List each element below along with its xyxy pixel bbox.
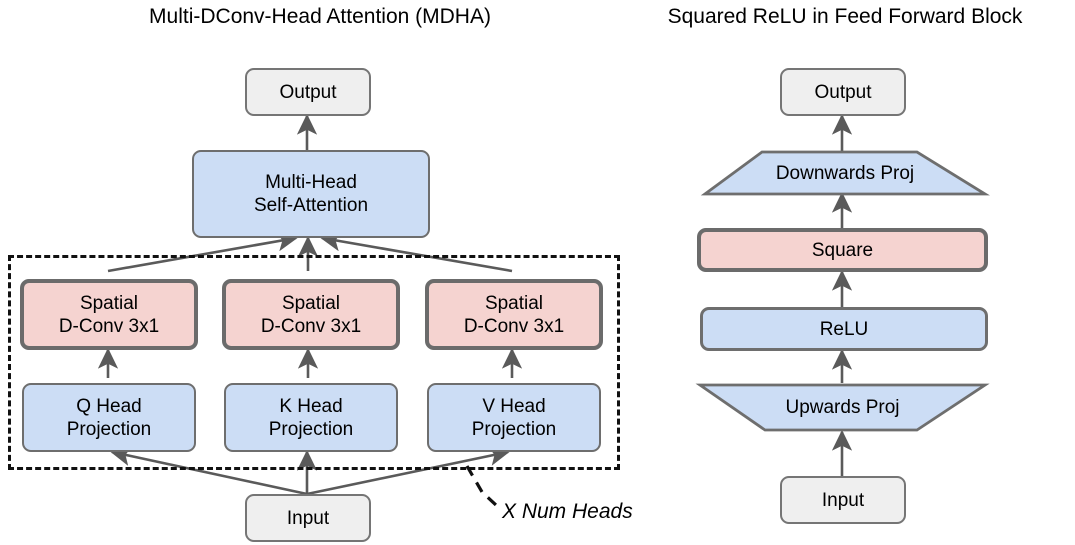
node-output-ffn-label: Output <box>814 81 872 103</box>
node-input-mdha-label: Input <box>286 507 330 529</box>
node-input-mdha[interactable]: Input <box>245 494 371 542</box>
num-heads-group-box <box>8 255 620 470</box>
node-spatial-dconv-q-line2: D-Conv 3x1 <box>58 315 160 337</box>
node-relu[interactable]: ReLU <box>700 307 988 351</box>
node-upwards-proj-label: Upwards Proj <box>785 397 900 418</box>
panel-title-ffn: Squared ReLU in Feed Forward Block <box>667 5 1023 28</box>
node-q-head-projection[interactable]: Q Head Projection <box>22 383 196 452</box>
node-spatial-dconv-k-line1: Spatial <box>281 292 341 314</box>
node-v-head-projection-line1: V Head <box>482 395 546 417</box>
node-attention-label-line2: Self-Attention <box>253 195 369 216</box>
node-v-head-projection[interactable]: V Head Projection <box>427 383 601 452</box>
node-k-head-projection-line2: Projection <box>268 418 354 440</box>
node-input-ffn-label: Input <box>821 489 865 511</box>
node-spatial-dconv-v-line1: Spatial <box>484 292 544 314</box>
node-output-mdha-label: Output <box>279 81 337 103</box>
num-heads-annotation: X Num Heads <box>502 500 633 523</box>
node-spatial-dconv-k-line2: D-Conv 3x1 <box>260 315 362 337</box>
node-spatial-dconv-q[interactable]: Spatial D-Conv 3x1 <box>20 279 198 350</box>
node-spatial-dconv-q-line1: Spatial <box>79 292 139 314</box>
panel-title-mdha: Multi-DConv-Head Attention (MDHA) <box>149 5 491 28</box>
node-k-head-projection-line1: K Head <box>279 395 343 417</box>
node-v-head-projection-line2: Projection <box>471 418 557 440</box>
node-q-head-projection-line1: Q Head <box>76 395 142 417</box>
node-spatial-dconv-v[interactable]: Spatial D-Conv 3x1 <box>425 279 603 350</box>
node-square[interactable]: Square <box>697 228 988 272</box>
node-downwards-proj-label: Downwards Proj <box>775 163 915 184</box>
node-output-ffn[interactable]: Output <box>780 68 906 116</box>
node-square-label: Square <box>811 239 874 261</box>
node-output-mdha[interactable]: Output <box>245 68 371 116</box>
node-spatial-dconv-k[interactable]: Spatial D-Conv 3x1 <box>222 279 400 350</box>
node-k-head-projection[interactable]: K Head Projection <box>224 383 398 452</box>
node-relu-label: ReLU <box>819 318 869 340</box>
node-attention-label-line1: Multi-Head <box>265 172 357 193</box>
node-q-head-projection-line2: Projection <box>66 418 152 440</box>
node-input-ffn[interactable]: Input <box>780 476 906 524</box>
node-spatial-dconv-v-line2: D-Conv 3x1 <box>463 315 565 337</box>
node-multi-head-self-attention[interactable]: Multi-Head Self-Attention <box>192 150 430 238</box>
